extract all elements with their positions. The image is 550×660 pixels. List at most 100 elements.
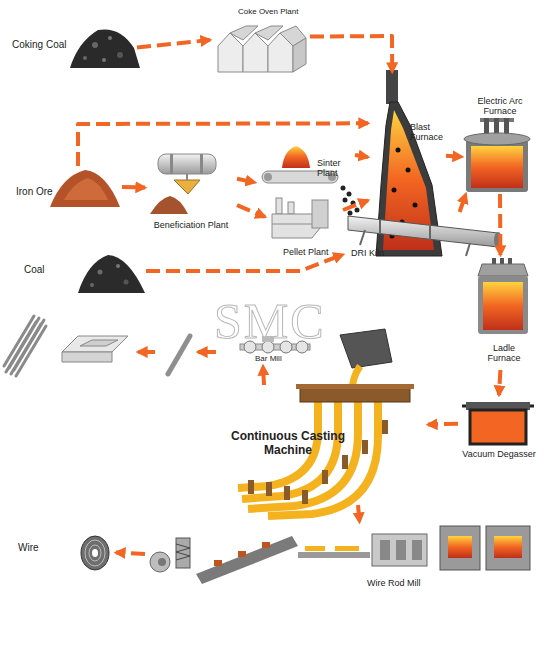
node-label: Coking Coal <box>12 39 74 51</box>
blast-furnace-illustration <box>413 203 418 208</box>
flow-arrow <box>263 366 264 385</box>
coking-coal-pile <box>117 52 123 58</box>
product-arrows <box>138 350 155 354</box>
wire-rod-mill-illustration <box>486 526 530 570</box>
process-node: DRI Kiln <box>343 212 505 262</box>
wire-coil-illustration <box>92 549 98 557</box>
process-node: Sinter Plant <box>255 140 355 190</box>
node-label: Pellet Plant <box>283 247 343 257</box>
beneficiation-plant-illustration <box>158 154 216 174</box>
wire-rod-mill-illustration <box>494 536 522 558</box>
iron-ore-pile <box>50 170 120 207</box>
flow-arrow <box>499 370 500 395</box>
wire-rod-mill-illustration <box>214 560 222 566</box>
wire-coil-illustration <box>89 545 101 561</box>
pellet-plant-illustration <box>312 200 328 228</box>
continuous-casting-illustration <box>268 402 378 516</box>
wire-rod-mill-illustration <box>262 542 270 548</box>
node-label: Ladle Furnace <box>478 343 530 364</box>
coking-coal-pile <box>102 58 106 62</box>
process-node: Ladle Furnace <box>468 255 540 370</box>
dri-kiln-illustration <box>466 243 470 256</box>
bar-bundle-product <box>4 316 46 376</box>
sinter-plant-illustration <box>264 173 272 181</box>
blast-furnace-illustration <box>386 70 398 104</box>
wire-coil-illustration <box>81 536 109 570</box>
process-node: Wire Rod Mill <box>145 522 535 602</box>
process-node: Pellet Plant <box>265 193 343 261</box>
node-label: Blast Furnace <box>410 122 450 143</box>
coke-oven-illustration <box>218 33 243 72</box>
node-label: Bar Mill <box>255 354 305 363</box>
watermark: SMC <box>214 292 326 350</box>
iron-ore-pile <box>50 170 120 207</box>
flow-arrow <box>237 179 255 183</box>
continuous-casting-illustration <box>238 329 414 516</box>
process-node: Beneficiation Plant <box>145 148 237 236</box>
flow-arrow <box>137 40 210 48</box>
coal-pile <box>78 255 145 293</box>
node-label: Coal <box>24 264 64 276</box>
wire-rod-mill-illustration <box>440 526 480 570</box>
continuous-casting-illustration <box>362 440 368 454</box>
continuous-casting-illustration <box>302 490 308 504</box>
process-node: Vacuum Degasser <box>458 395 540 477</box>
sinter-plant-illustration <box>355 208 360 213</box>
vacuum-degasser-illustration <box>530 405 534 408</box>
coking-coal-pile <box>70 29 140 68</box>
ladle-furnace-illustration <box>478 276 528 334</box>
coke-oven-illustration <box>293 38 306 72</box>
coke-oven-illustration <box>230 26 258 40</box>
pellet-plant-illustration <box>288 202 294 214</box>
wire-rod-mill-illustration <box>298 552 370 558</box>
continuous-casting-illustration <box>238 402 378 516</box>
wire-rod-mill-illustration <box>238 551 246 557</box>
node-label: Wire <box>18 542 48 554</box>
flow-arrow <box>237 205 265 217</box>
flow-arrow <box>428 422 458 427</box>
coal-pile <box>116 264 120 268</box>
wire-rod-mill-illustration <box>412 540 422 560</box>
flow-arrow <box>358 505 360 522</box>
bar-bundle-product <box>4 316 34 366</box>
beneficiation-plant-illustration <box>150 196 188 214</box>
continuous-casting-illustration <box>300 388 410 402</box>
continuous-casting-illustration <box>284 486 290 500</box>
continuous-casting-illustration <box>342 455 348 469</box>
process-node: Coke Oven Plant <box>210 5 310 75</box>
coal-pile <box>98 270 103 275</box>
coking-coal-pile <box>108 36 112 40</box>
product-arrows <box>198 350 216 354</box>
process-node: Coal <box>18 250 146 292</box>
process-node: Blast Furnace <box>368 72 446 207</box>
coking-coal-pile <box>83 56 87 60</box>
wire-rod-mill-illustration <box>158 558 166 566</box>
blast-furnace-illustration <box>406 168 411 173</box>
node-label: Electric Arc Furnace <box>462 96 538 117</box>
coal-pile <box>90 283 94 287</box>
coal-pile <box>78 255 145 293</box>
node-label: Coke Oven Plant <box>238 7 313 16</box>
process-node: Iron Ore <box>12 166 122 208</box>
coking-coal-pile <box>70 29 140 68</box>
dri-kiln-illustration <box>348 216 498 247</box>
node-label: Iron Ore <box>16 186 66 198</box>
bar-bundle-product <box>14 320 44 370</box>
process-node: Continuous Casting Machine <box>228 385 428 505</box>
beneficiation-plant-illustration <box>186 174 188 180</box>
section-product <box>62 336 128 362</box>
wire-rod-mill-illustration <box>214 542 270 566</box>
electric-arc-furnace-illustration <box>466 140 528 192</box>
vacuum-degasser-illustration <box>462 405 466 408</box>
sinter-plant-illustration <box>347 192 352 197</box>
dri-kiln-illustration <box>379 220 381 234</box>
wire-rod-mill-illustration <box>150 552 170 572</box>
single-bar-product <box>168 336 190 374</box>
wire-rod-mill-illustration <box>196 536 298 584</box>
continuous-casting-illustration <box>382 420 388 434</box>
product-arrows <box>138 350 216 354</box>
bar-bundle-product <box>9 318 39 368</box>
wire-rod-mill-illustration <box>150 526 530 584</box>
continuous-casting-illustration <box>296 384 414 389</box>
